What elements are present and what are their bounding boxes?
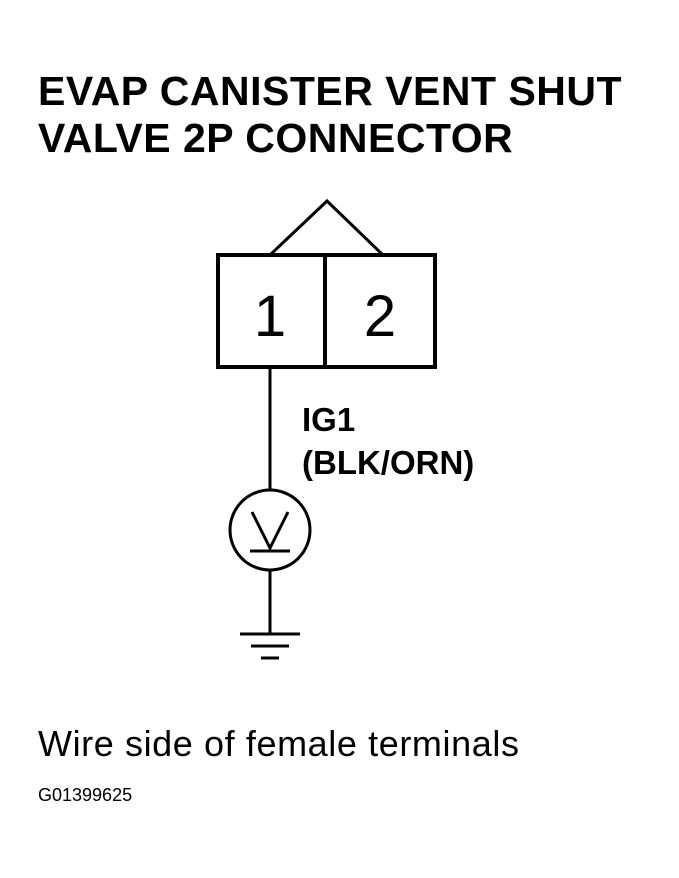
diagram-title-line-1: EVAP CANISTER VENT SHUT [38,68,623,114]
wire-name: IG1 [302,401,356,438]
ground-icon [240,632,300,660]
connector-latch [268,198,385,257]
wire-label: IG1 (BLK/ORN) [302,398,474,484]
caption: Wire side of female terminals [38,723,520,764]
diagram-title-line-2: VALVE 2P CONNECTOR [38,115,514,161]
voltmeter-icon [228,488,312,572]
terminal-1-label: 1 [254,284,286,349]
figure-code: G01399625 [38,785,133,805]
wire-color: (BLK/ORN) [302,444,475,481]
diagram-title: EVAP CANISTER VENT SHUT VALVE 2P CONNECT… [38,68,668,162]
terminal-2-label: 2 [364,284,396,349]
